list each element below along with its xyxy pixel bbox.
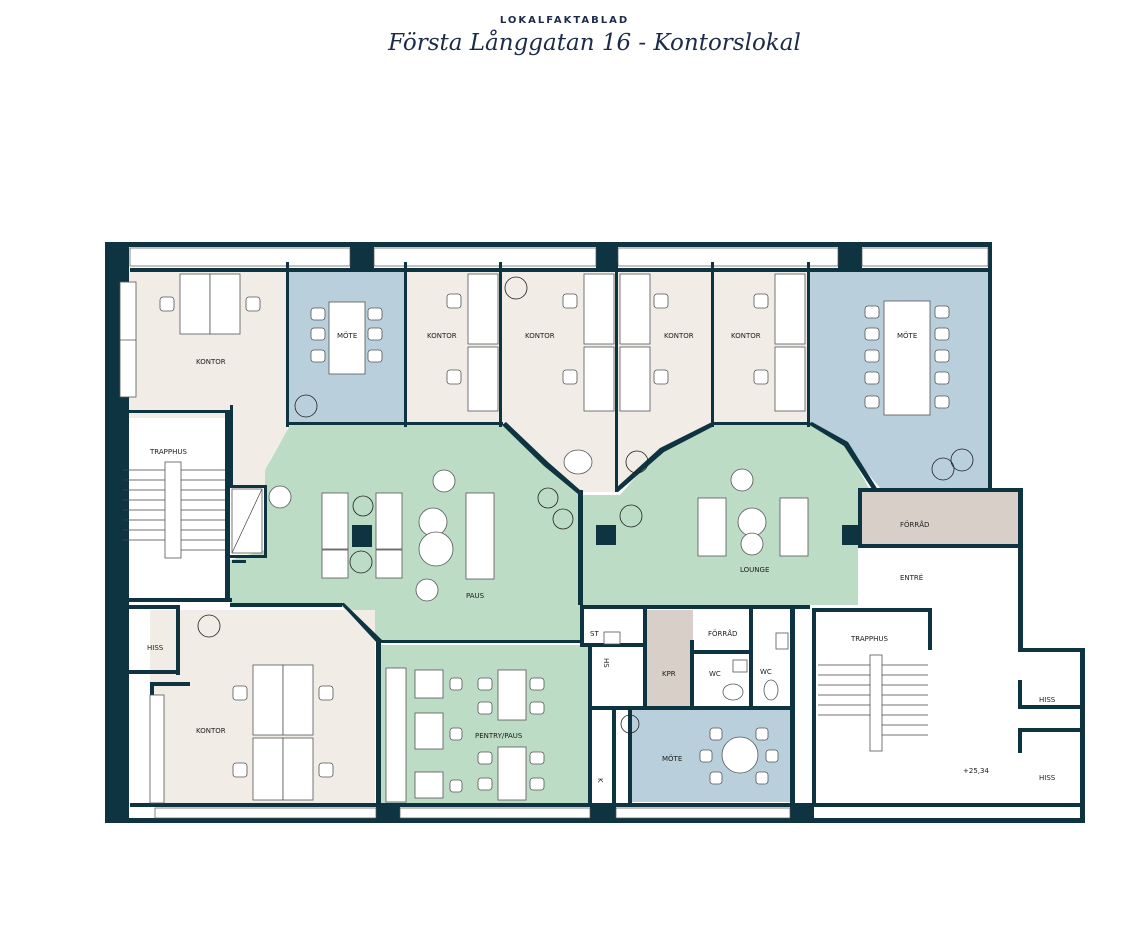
label-wc-1: WC [709,670,721,678]
label-kontor-3: KONTOR [525,332,555,340]
label-forrad-c: FÖRRÅD [708,629,737,638]
label-hiss-e1: HISS [1039,696,1056,704]
label-hiss-e2: HISS [1039,774,1056,782]
document-title: Första Långgatan 16 - Kontorslokal [388,30,801,56]
label-trapphus-w: TRAPPHUS [149,448,187,456]
kpr-fill [645,610,693,710]
label-kontor-nw: KONTOR [196,358,226,366]
label-k: K [596,778,604,783]
forrad-e-fill [862,492,1019,544]
room-fills [120,272,1019,805]
document-kicker: LOKALFAKTABLAD [499,15,630,26]
label-st: ST [590,630,599,638]
label-kontor-2: KONTOR [427,332,457,340]
label-lounge: LOUNGE [740,566,769,574]
label-pentry: PENTRY/PAUS [475,732,523,740]
label-hs: HS [602,658,610,668]
paus-fill [230,425,580,640]
label-entre: ENTRÉ [900,573,923,582]
label-kontor-5: KONTOR [731,332,761,340]
label-kontor-4: KONTOR [664,332,694,340]
label-mote-1: MÖTE [337,331,357,340]
label-mote-3: MÖTE [662,754,682,763]
label-elevation: +25,34 [963,767,989,775]
kontor-nw-lower-fill [230,410,287,485]
label-kpr: KPR [662,670,676,678]
room-labels: KONTOR MÖTE KONTOR KONTOR KONTOR KONTOR … [147,331,1056,783]
walls [105,242,1085,823]
label-wc-2: WC [760,668,772,676]
label-mote-2: MÖTE [897,331,917,340]
label-trapphus-e: TRAPPHUS [850,635,888,643]
label-forrad-e: FÖRRÅD [900,520,929,529]
furniture [119,273,974,804]
label-kontor-sw: KONTOR [196,727,226,735]
label-hiss-w: HISS [147,644,164,652]
label-paus: PAUS [466,592,485,600]
